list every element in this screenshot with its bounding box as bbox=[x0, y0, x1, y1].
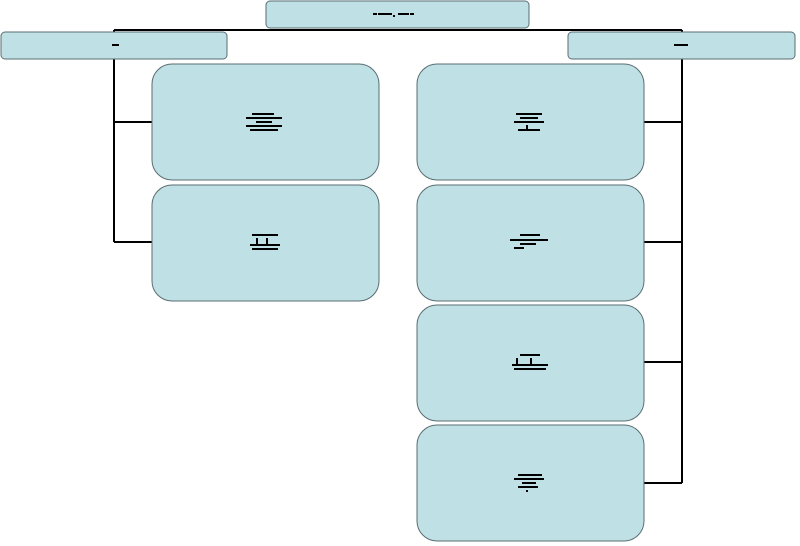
dash-mark-icon bbox=[373, 13, 414, 17]
left-branch-node bbox=[0, 31, 228, 60]
left-child-1 bbox=[151, 63, 380, 181]
dash-mark-icon bbox=[674, 44, 688, 46]
root-node bbox=[265, 0, 530, 29]
right-branch-node bbox=[567, 31, 796, 60]
right-child-2 bbox=[416, 184, 645, 302]
right-child-3 bbox=[416, 304, 645, 422]
stacked-lines-icon bbox=[514, 474, 544, 492]
stacked-lines-icon bbox=[512, 354, 548, 370]
stacked-lines-icon bbox=[250, 234, 280, 250]
right-child-1 bbox=[416, 63, 645, 181]
right-child-4 bbox=[416, 424, 645, 542]
stacked-lines-icon bbox=[510, 234, 548, 249]
root-box bbox=[265, 0, 530, 29]
left-child-2 bbox=[151, 184, 380, 302]
connectors bbox=[113, 29, 683, 484]
stacked-lines-icon bbox=[514, 113, 544, 131]
left-child-2-box bbox=[151, 184, 380, 302]
dash-mark-icon bbox=[112, 44, 119, 46]
stacked-lines-icon bbox=[246, 113, 282, 131]
